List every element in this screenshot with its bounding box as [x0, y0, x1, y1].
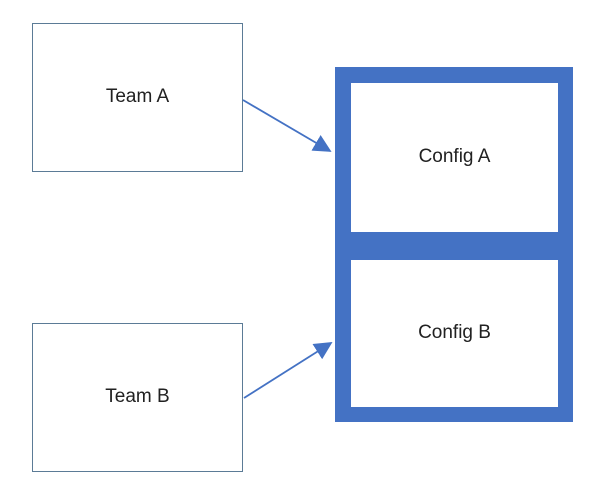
- node-config-a-label: Config A: [418, 146, 491, 168]
- connector-team-b-to-config-b: [243, 342, 333, 399]
- node-config-b-label: Config B: [418, 322, 491, 344]
- config-group-container: Config A Config B: [335, 67, 573, 422]
- node-team-b-label: Team B: [105, 386, 170, 408]
- node-config-a: Config A: [351, 83, 558, 232]
- connector-team-a-to-config-a: [242, 99, 332, 152]
- node-config-b: Config B: [351, 260, 558, 407]
- node-team-a: Team A: [32, 23, 243, 172]
- node-team-a-label: Team A: [105, 86, 170, 108]
- node-team-b: Team B: [32, 323, 243, 472]
